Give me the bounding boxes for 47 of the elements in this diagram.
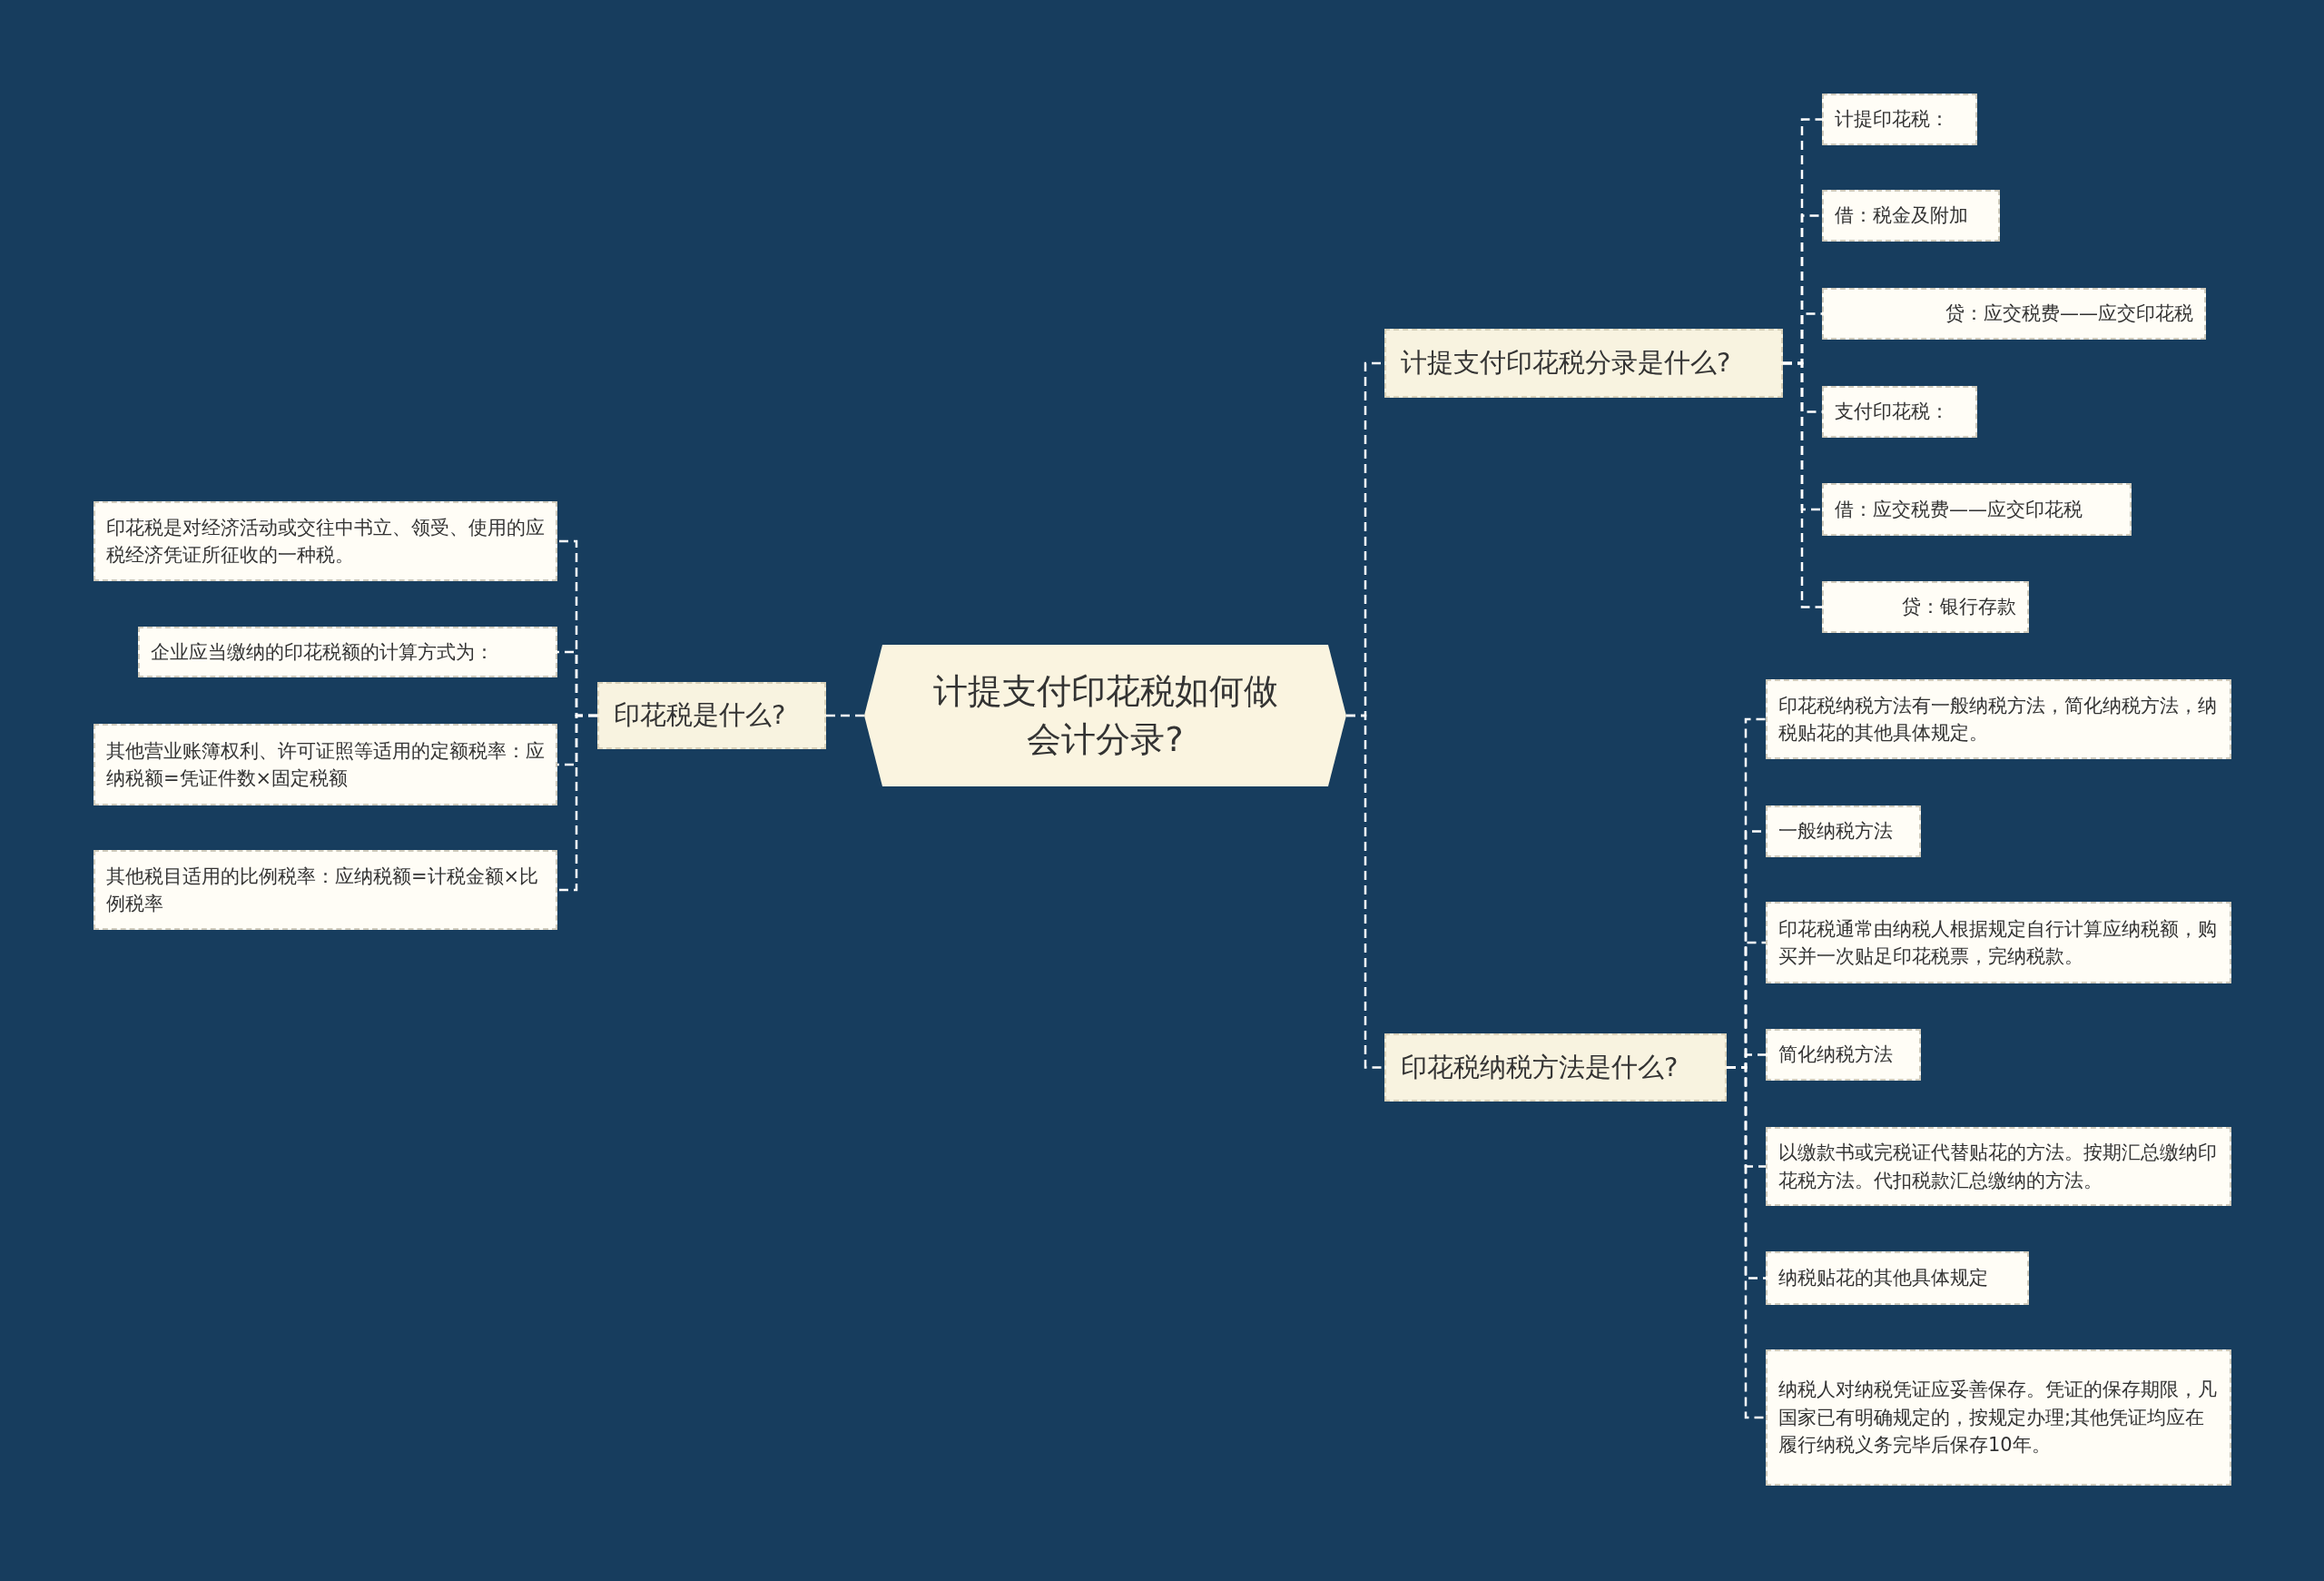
subtopic-box xyxy=(1822,288,2206,340)
topic-text: 贷：应交税费——应交印花税 xyxy=(1945,301,2193,327)
topic-text: 企业应当缴纳的印花税额的计算方式为： xyxy=(151,639,494,665)
topic-text: 贷：银行存款 xyxy=(1902,595,2016,620)
subtopic-box xyxy=(138,627,557,677)
subtopic-box xyxy=(1766,902,2231,983)
topic-text: 借：税金及附加 xyxy=(1835,203,1968,229)
subtopic-box xyxy=(94,501,557,581)
topic-box xyxy=(1384,1033,1727,1102)
topic-box xyxy=(597,682,826,749)
connector-line xyxy=(557,714,597,892)
topic-text: 计提印花税： xyxy=(1835,107,1949,133)
connector-line xyxy=(826,714,864,717)
topic-text: 印花税通常由纳税人根据规定自行计算应纳税额，购买并一次贴足印花税票，完纳税款。 xyxy=(1778,916,2218,969)
topic-text: 印花税是什么? xyxy=(614,698,786,733)
topic-text: 其他营业账簿权利、许可证照等适用的定额税率：应纳税额=凭证件数×固定税额 xyxy=(106,738,545,791)
subtopic-box xyxy=(1766,1029,1921,1081)
subtopic-box xyxy=(1766,1251,2029,1305)
central-topic-hexagon xyxy=(864,645,1346,786)
subtopic-box xyxy=(1822,94,1977,145)
topic-text: 计提支付印花税分录是什么? xyxy=(1401,346,1731,380)
topic-text: 一般纳税方法 xyxy=(1778,819,1893,845)
subtopic-box xyxy=(1766,679,2231,759)
topic-text: 支付印花税： xyxy=(1835,400,1949,425)
subtopic-box xyxy=(1822,483,2132,536)
subtopic-box xyxy=(94,850,557,930)
topic-text: 其他税目适用的比例税率：应纳税额=计税金额×比例税率 xyxy=(106,864,540,916)
topic-text: 印花税纳税方法是什么? xyxy=(1401,1050,1679,1084)
topic-text: 印花税纳税方法有一般纳税方法，简化纳税方法，纳税贴花的其他具体规定。 xyxy=(1778,693,2218,746)
topic-text: 简化纳税方法 xyxy=(1778,1042,1893,1068)
subtopic-box xyxy=(1822,581,2029,633)
subtopic-box xyxy=(1766,805,1921,857)
topic-text: 纳税贴花的其他具体规定 xyxy=(1778,1266,1988,1291)
topic-box xyxy=(1384,329,1783,398)
topic-text: 印花税是对经济活动或交往中书立、领受、使用的应税经济凭证所征收的一种税。 xyxy=(106,515,545,568)
subtopic-box xyxy=(1822,386,1977,438)
subtopic-box xyxy=(1766,1349,2231,1486)
subtopic-box xyxy=(94,724,557,805)
topic-text: 以缴款书或完税证代替贴花的方法。按期汇总缴纳印花税方法。代扣税款汇总缴纳的方法。 xyxy=(1778,1141,2218,1193)
connector-line xyxy=(1783,361,1822,608)
topic-text: 计提支付印花税如何做会计分录? xyxy=(931,669,1279,761)
subtopic-box xyxy=(1766,1127,2231,1206)
topic-text: 借：应交税费——应交印花税 xyxy=(1835,497,2083,522)
topic-text: 纳税人对纳税凭证应妥善保存。凭证的保存期限，凡国家已有明确规定的，按规定办理;其他凭证均应在履行纳税义务完毕后保存10年。 xyxy=(1778,1378,2218,1458)
subtopic-box xyxy=(1822,190,2000,242)
connector-line xyxy=(1727,1066,1766,1419)
connector-line xyxy=(1346,714,1384,1069)
